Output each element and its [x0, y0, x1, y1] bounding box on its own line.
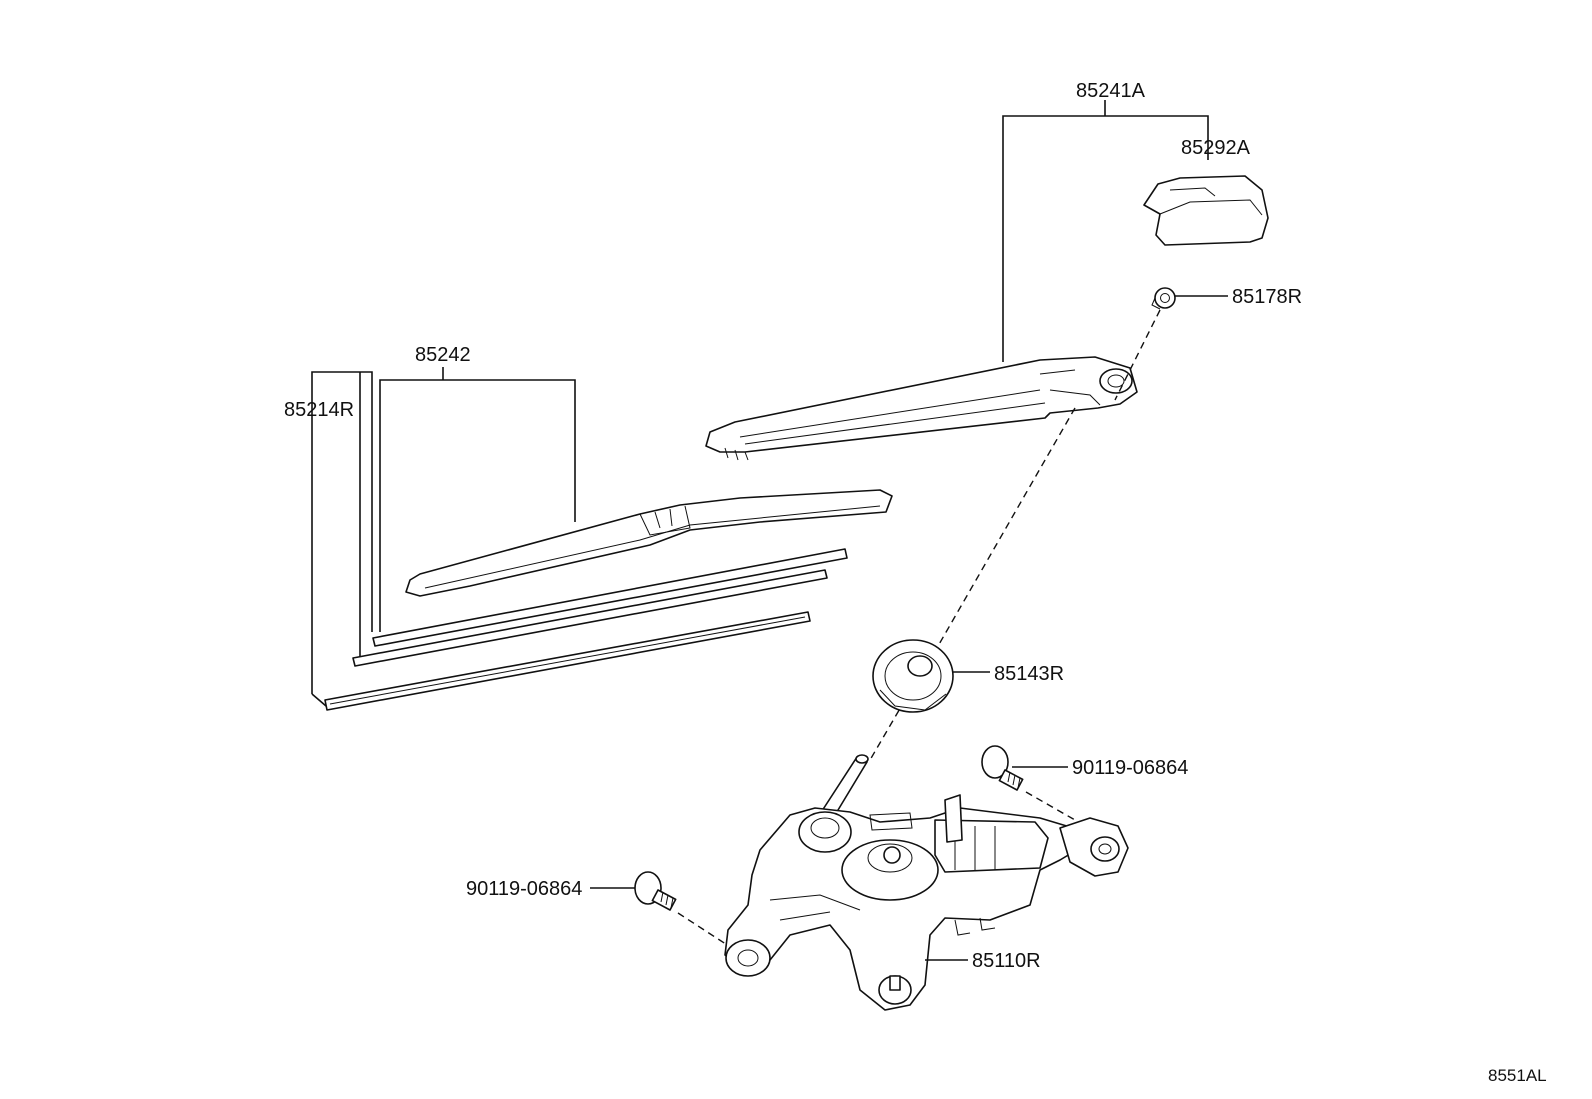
- rubber-bracket-tail: [311, 693, 327, 707]
- blade-rubber-2[interactable]: [352, 569, 828, 667]
- wiper-arm[interactable]: [705, 356, 1138, 461]
- wiper-arm-cap[interactable]: [1143, 175, 1269, 246]
- blade-rubber-1[interactable]: [372, 548, 848, 647]
- wiper-arm-assembly-group: 85241A 85292A 85178R: [705, 80, 1302, 461]
- figure-code: 8551AL: [1488, 1066, 1547, 1085]
- wiper-blade[interactable]: [405, 489, 893, 597]
- wiper-motor[interactable]: [724, 754, 1129, 1011]
- label-85292A[interactable]: 85292A: [1181, 137, 1251, 159]
- blade-bracket-line: [379, 379, 576, 632]
- label-screw-right[interactable]: 90119-06864: [1072, 757, 1188, 779]
- assembly-line-arm: [929, 407, 1076, 661]
- screw-left[interactable]: [634, 871, 677, 911]
- pivot-seal[interactable]: [872, 639, 954, 713]
- label-85110R[interactable]: 85110R: [972, 950, 1041, 972]
- wiper-arm-nut[interactable]: [1151, 287, 1176, 310]
- label-85178R[interactable]: 85178R: [1232, 286, 1302, 308]
- label-85214R[interactable]: 85214R: [284, 399, 354, 421]
- label-85242[interactable]: 85242: [415, 344, 471, 366]
- assembly-line-nut: [1114, 309, 1161, 401]
- wiper-blade-group: 85242 85214R: [284, 344, 893, 711]
- label-85143R[interactable]: 85143R: [994, 663, 1064, 685]
- label-85241A[interactable]: 85241A: [1076, 80, 1146, 102]
- assembly-line-screw-right: [1025, 791, 1076, 821]
- rubber-bracket-outer: [311, 371, 373, 694]
- label-screw-left[interactable]: 90119-06864: [466, 878, 582, 900]
- screw-right[interactable]: [981, 745, 1024, 791]
